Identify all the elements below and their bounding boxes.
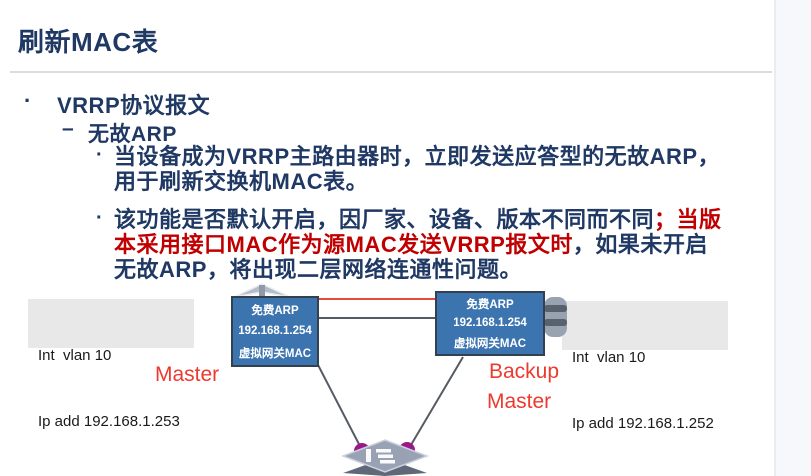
interface-line: Ip add 192.168.1.252 <box>572 415 714 432</box>
role-label-backup-master: Master <box>487 390 552 413</box>
title-divider <box>10 71 772 73</box>
paragraph-default-behavior: 该功能是否默认开启，因厂家、设备、版本不同而不同；当版 本采用接口MAC作为源M… <box>114 207 722 282</box>
switch-slot <box>376 449 391 453</box>
switch-slot <box>380 460 395 464</box>
paragraph-send-garp: 当设备成为VRRP主路由器时，立即发送应答型的无故ARP， 用于刷新交换机MAC… <box>114 144 720 194</box>
text-segment: ，如果未开启 <box>572 232 708 257</box>
garp-line: 免费ARP <box>466 298 514 311</box>
garp-line: 虚拟网关MAC <box>453 338 527 351</box>
text-segment: 该功能是否默认开启，因厂家、设备、版本不同而不同 <box>114 207 655 232</box>
interface-label-right: Int vlan 10 Ip add 192.168.1.252 <box>562 301 728 432</box>
paragraph-line: 本采用接口MAC作为源MAC发送VRRP报文时，如果未开启 <box>114 232 722 257</box>
page-title: 刷新MAC表 <box>18 27 159 57</box>
router-right-band <box>544 319 567 326</box>
left-router-to-switch-link-line <box>316 362 363 451</box>
text-segment-emphasis: ；当版 <box>654 207 722 232</box>
dash-marker-icon: – <box>62 117 74 140</box>
interface-line: Int vlan 10 <box>572 349 646 366</box>
bullet-dot-icon: · <box>24 88 32 113</box>
text-segment-emphasis: 本采用接口MAC作为源MAC发送VRRP报文时 <box>114 232 573 257</box>
interface-label-left: Int vlan 10 Ip add 192.168.1.253 <box>28 299 194 430</box>
switch-slot <box>378 454 393 458</box>
router-right-band <box>544 305 567 312</box>
role-label-master: Master <box>155 363 220 386</box>
interface-line: Int vlan 10 <box>38 347 112 364</box>
bullet-l1-vrrp: VRRP协议报文 <box>57 93 211 118</box>
garp-callout-right: 免费ARP 192.168.1.254 虚拟网关MAC <box>435 291 545 356</box>
paragraph-line: 当设备成为VRRP主路由器时，立即发送应答型的无故ARP， <box>114 144 721 169</box>
garp-callout-left: 免费ARP 192.168.1.254 虚拟网关MAC <box>231 296 319 367</box>
paragraph-line: 该功能是否默认开启，因厂家、设备、版本不同而不同；当版 <box>114 207 722 232</box>
paragraph-line: 无故ARP，将出现二层网络连通性问题。 <box>114 257 722 282</box>
right-router-to-switch-link-line <box>407 356 464 451</box>
paragraph-line: 用于刷新交换机MAC表。 <box>114 169 369 194</box>
interface-line: Ip add 192.168.1.253 <box>38 413 180 430</box>
garp-line: 虚拟网关MAC <box>238 348 312 361</box>
garp-line: 192.168.1.254 <box>238 325 312 338</box>
garp-line: 192.168.1.254 <box>453 317 527 330</box>
bullet-dot-icon: · <box>96 207 103 229</box>
router-left-arrow-stem <box>259 285 265 296</box>
bullet-dot-icon: · <box>96 144 103 166</box>
garp-line: 免费ARP <box>251 304 299 317</box>
text-segment: 无故ARP，将出现二层网络连通性问题。 <box>114 257 522 282</box>
switch-slot <box>366 449 371 462</box>
router-right-icon <box>544 297 567 337</box>
right-side-panel <box>774 0 811 476</box>
switch-icon <box>340 439 430 476</box>
role-label-backup: Backup <box>489 360 560 383</box>
bullet-l2-gratuitous-arp: 无故ARP <box>88 123 177 146</box>
